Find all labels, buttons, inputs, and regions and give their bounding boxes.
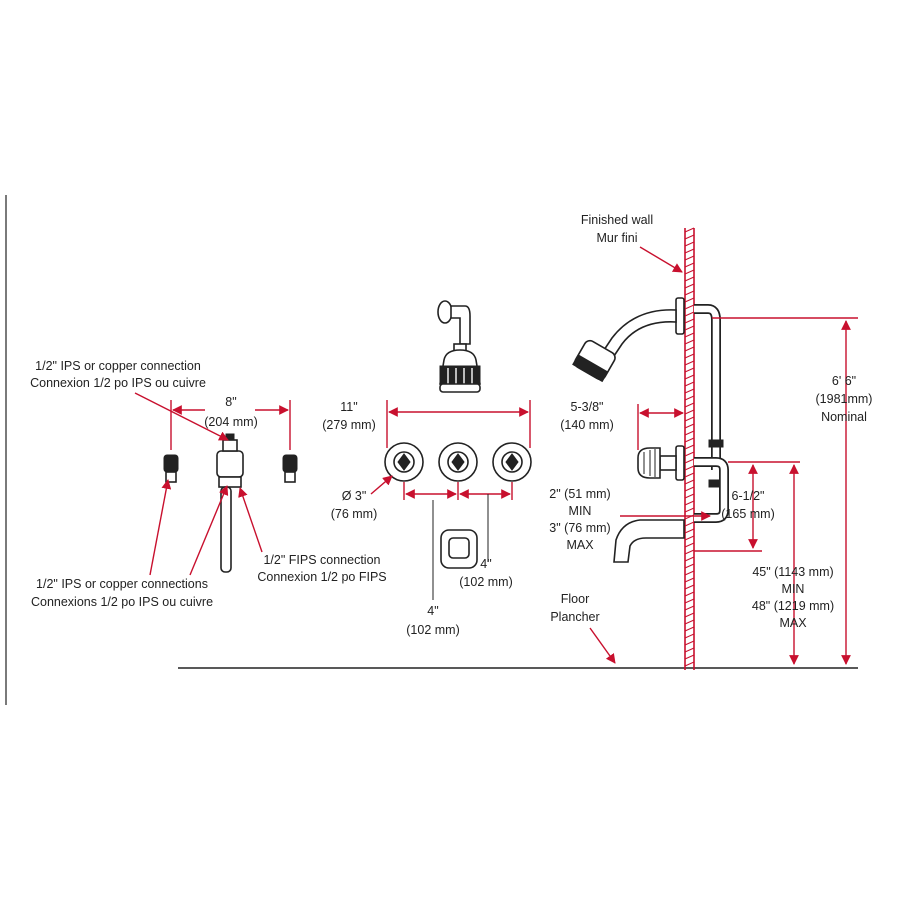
valve-width-dimension: 8" (204 mm) xyxy=(170,395,291,450)
spout-gap-max-label: 3" (76 mm) xyxy=(549,521,610,535)
outlet-leader-arrow-mid xyxy=(189,485,229,576)
spout-offset-label: 4" xyxy=(427,604,438,618)
outlet-connections-label-fr: Connexions 1/2 po IPS ou cuivre xyxy=(31,595,213,609)
valve-to-spout-dimension: 6-1/2" (165 mm) xyxy=(694,464,775,552)
valve-width-label: 8" xyxy=(225,395,236,409)
valve-height-dimension: 45" (1143 mm) MIN 48" (1219 mm) MAX xyxy=(728,461,834,665)
spout-gap-dimension: 2" (51 mm) MIN 3" (76 mm) MAX xyxy=(549,487,711,552)
valve-width-mm-label: (204 mm) xyxy=(204,415,257,429)
inlet-connection-label-fr: Connexion 1/2 po IPS ou cuivre xyxy=(30,376,206,390)
valve-body-drawing xyxy=(163,433,298,573)
valve-height-min-label: 45" (1143 mm) xyxy=(752,565,833,579)
showerhead-front-drawing xyxy=(437,300,481,393)
spout-gap-min-label: 2" (51 mm) xyxy=(549,487,610,501)
handle-spacing-mm-label: (102 mm) xyxy=(459,575,512,589)
handle-right-drawing xyxy=(492,442,532,482)
valve-height-max-label: 48" (1219 mm) xyxy=(752,599,834,613)
showerhead-side-drawing xyxy=(572,297,685,383)
handle-side-drawing xyxy=(637,445,685,481)
handle-spacing-dimension xyxy=(403,482,513,562)
inlet-leader-arrow xyxy=(134,392,229,441)
valve-height-max-note: MAX xyxy=(779,616,807,630)
trim-width-label: 11" xyxy=(340,400,357,414)
trim-width-dimension: 11" (279 mm) xyxy=(322,400,531,448)
floor-label-fr: Plancher xyxy=(550,610,599,624)
shower-height-note: Nominal xyxy=(821,410,867,424)
outlet-connections-label: 1/2" IPS or copper connections xyxy=(36,577,208,591)
valve-height-min-note: MIN xyxy=(782,582,805,596)
trim-width-mm-label: (279 mm) xyxy=(322,418,375,432)
valve-to-spout-mm-label: (165 mm) xyxy=(721,507,774,521)
handle-diameter-mm-label: (76 mm) xyxy=(331,507,378,521)
shower-height-dimension: 6' 6" (1981mm) Nominal xyxy=(712,317,873,665)
spout-offset-mm-label: (102 mm) xyxy=(406,623,459,637)
wall-projection-mm-label: (140 mm) xyxy=(560,418,613,432)
fips-connection-label: 1/2" FIPS connection xyxy=(263,553,380,567)
riser-pipe-drawing xyxy=(694,304,729,523)
floor-label: Floor xyxy=(561,592,589,606)
wall-projection-dimension: 5-3/8" (140 mm) xyxy=(560,400,684,450)
handle-spacing-label: 4" xyxy=(480,557,491,571)
finished-wall-leader xyxy=(639,246,683,273)
wall-projection-label: 5-3/8" xyxy=(571,400,604,414)
floor-leader xyxy=(589,627,616,664)
valve-to-spout-label: 6-1/2" xyxy=(732,489,765,503)
handle-left-drawing xyxy=(384,442,424,482)
handle-center-drawing xyxy=(438,442,478,482)
spout-side-drawing xyxy=(613,519,685,563)
handle-diameter-leader xyxy=(370,475,393,495)
inlet-connection-label: 1/2" IPS or copper connection xyxy=(35,359,201,373)
outlet-leader-arrow-left xyxy=(149,479,172,576)
spout-gap-min-note: MIN xyxy=(569,504,592,518)
spout-front-drawing xyxy=(440,529,478,569)
shower-height-mm-label: (1981mm) xyxy=(816,392,873,406)
finished-wall-label-fr: Mur fini xyxy=(597,231,638,245)
fips-connection-label-fr: Connexion 1/2 po FIPS xyxy=(257,570,386,584)
finished-wall xyxy=(684,227,695,670)
shower-height-label: 6' 6" xyxy=(832,374,856,388)
spout-gap-max-note: MAX xyxy=(566,538,594,552)
handle-diameter-label: Ø 3" xyxy=(342,489,367,503)
finished-wall-label: Finished wall xyxy=(581,213,653,227)
fips-leader-arrow xyxy=(238,487,263,553)
